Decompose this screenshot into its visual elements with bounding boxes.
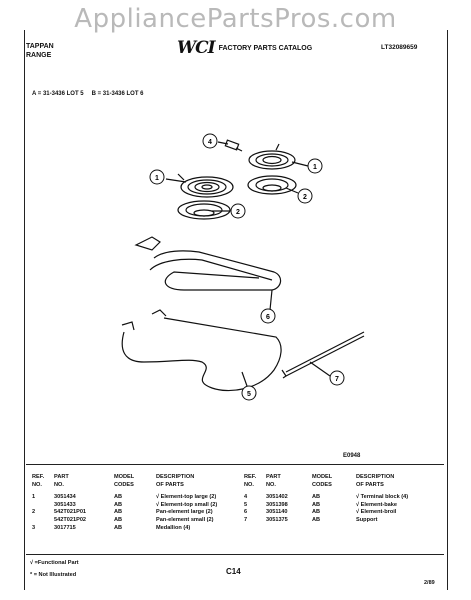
table-row: 3 3017715 AB Medallion (4) (32, 524, 191, 531)
element-broil (134, 236, 282, 291)
col-desc: DESCRIPTION OF PARTS (356, 474, 395, 488)
svg-text:2: 2 (303, 194, 307, 201)
callout-5: 5 (241, 385, 257, 401)
col-model: MODEL CODES (312, 474, 333, 488)
brand-line-2: RANGE (26, 52, 52, 59)
watermark: AppliancePartsPros.com (74, 4, 397, 34)
catalog-sheet (24, 30, 448, 590)
lot-a: A = 31-3436 LOT 5 (32, 91, 84, 97)
table-row: 6 3051140 AB √ Element-broil (244, 509, 397, 516)
catalog-date: 2/89 (424, 580, 435, 586)
callout-1-left: 1 (149, 169, 165, 185)
brand-label: TAPPAN RANGE (26, 42, 54, 60)
not-illustrated-note: * = Not Illustrated (30, 572, 77, 578)
col-desc: DESCRIPTION OF PARTS (156, 474, 195, 488)
col-model: MODEL CODES (114, 474, 135, 488)
table-top-rule (26, 464, 444, 465)
table-bottom-rule (26, 554, 444, 555)
functional-part-note: √ =Functional Part (30, 560, 79, 566)
catalog-title: FACTORY PARTS CATALOG (218, 44, 313, 52)
catalog-header: WCI FACTORY PARTS CATALOG (177, 38, 312, 58)
col-ref: REF. NO. (32, 474, 45, 488)
brand-line-1: TAPPAN (26, 43, 54, 50)
callout-4: 4 (202, 133, 218, 149)
callout-1-right: 1 (307, 158, 323, 174)
svg-text:1: 1 (155, 175, 159, 182)
callout-7: 7 (329, 370, 345, 386)
col-part: PART NO. (54, 474, 69, 488)
table-row: 1 3051434 AB √ Element-top large (2) (32, 494, 217, 501)
callout-6: 6 (260, 308, 276, 324)
element-top-right (248, 143, 296, 170)
svg-text:7: 7 (335, 376, 339, 383)
table-row: 2 542T021P01 AB Pan-element large (2) (32, 509, 213, 516)
element-bake (121, 309, 282, 392)
col-ref: REF. NO. (244, 474, 257, 488)
support-rod (281, 331, 365, 379)
callout-2-left: 2 (230, 203, 246, 219)
terminal-block (224, 139, 243, 152)
pan-element-right (247, 175, 297, 195)
lot-legend: A = 31-3436 LOT 5 B = 31-3436 LOT 6 (32, 91, 144, 97)
table-row: 3051433 AB √ Element-top small (2) (54, 501, 218, 508)
parts-table-right: REF. NO. PART NO. MODEL CODES DESCRIPTIO… (244, 474, 436, 525)
table-header: REF. NO. PART NO. MODEL CODES DESCRIPTIO… (32, 474, 236, 489)
svg-text:1: 1 (313, 164, 317, 171)
table-row: 542T021P02 AB Pan-element small (2) (54, 516, 214, 523)
exploded-parts-diagram: 1 1 2 2 4 5 6 7 (121, 133, 365, 401)
document-number: LT32089659 (381, 44, 418, 51)
element-top-left (177, 173, 234, 198)
figure-code: E0948 (343, 453, 361, 459)
table-row: 4 3051402 AB √ Terminal block (4) (244, 494, 409, 501)
wci-logo: WCI (177, 38, 216, 58)
page-number: C14 (226, 567, 241, 576)
table-header: REF. NO. PART NO. MODEL CODES DESCRIPTIO… (244, 474, 436, 489)
callout-2-right: 2 (297, 188, 313, 204)
svg-text:6: 6 (266, 314, 270, 321)
col-part: PART NO. (266, 474, 281, 488)
table-row: 5 3051398 AB √ Element-bake (244, 501, 397, 508)
lot-b: B = 31-3436 LOT 6 (91, 91, 144, 97)
table-row: 7 3051375 AB Support (244, 516, 378, 523)
parts-table-left: REF. NO. PART NO. MODEL CODES DESCRIPTIO… (32, 474, 236, 532)
svg-text:4: 4 (208, 139, 212, 146)
pan-element-left (177, 200, 231, 220)
svg-text:2: 2 (236, 209, 240, 216)
svg-text:5: 5 (247, 391, 251, 398)
